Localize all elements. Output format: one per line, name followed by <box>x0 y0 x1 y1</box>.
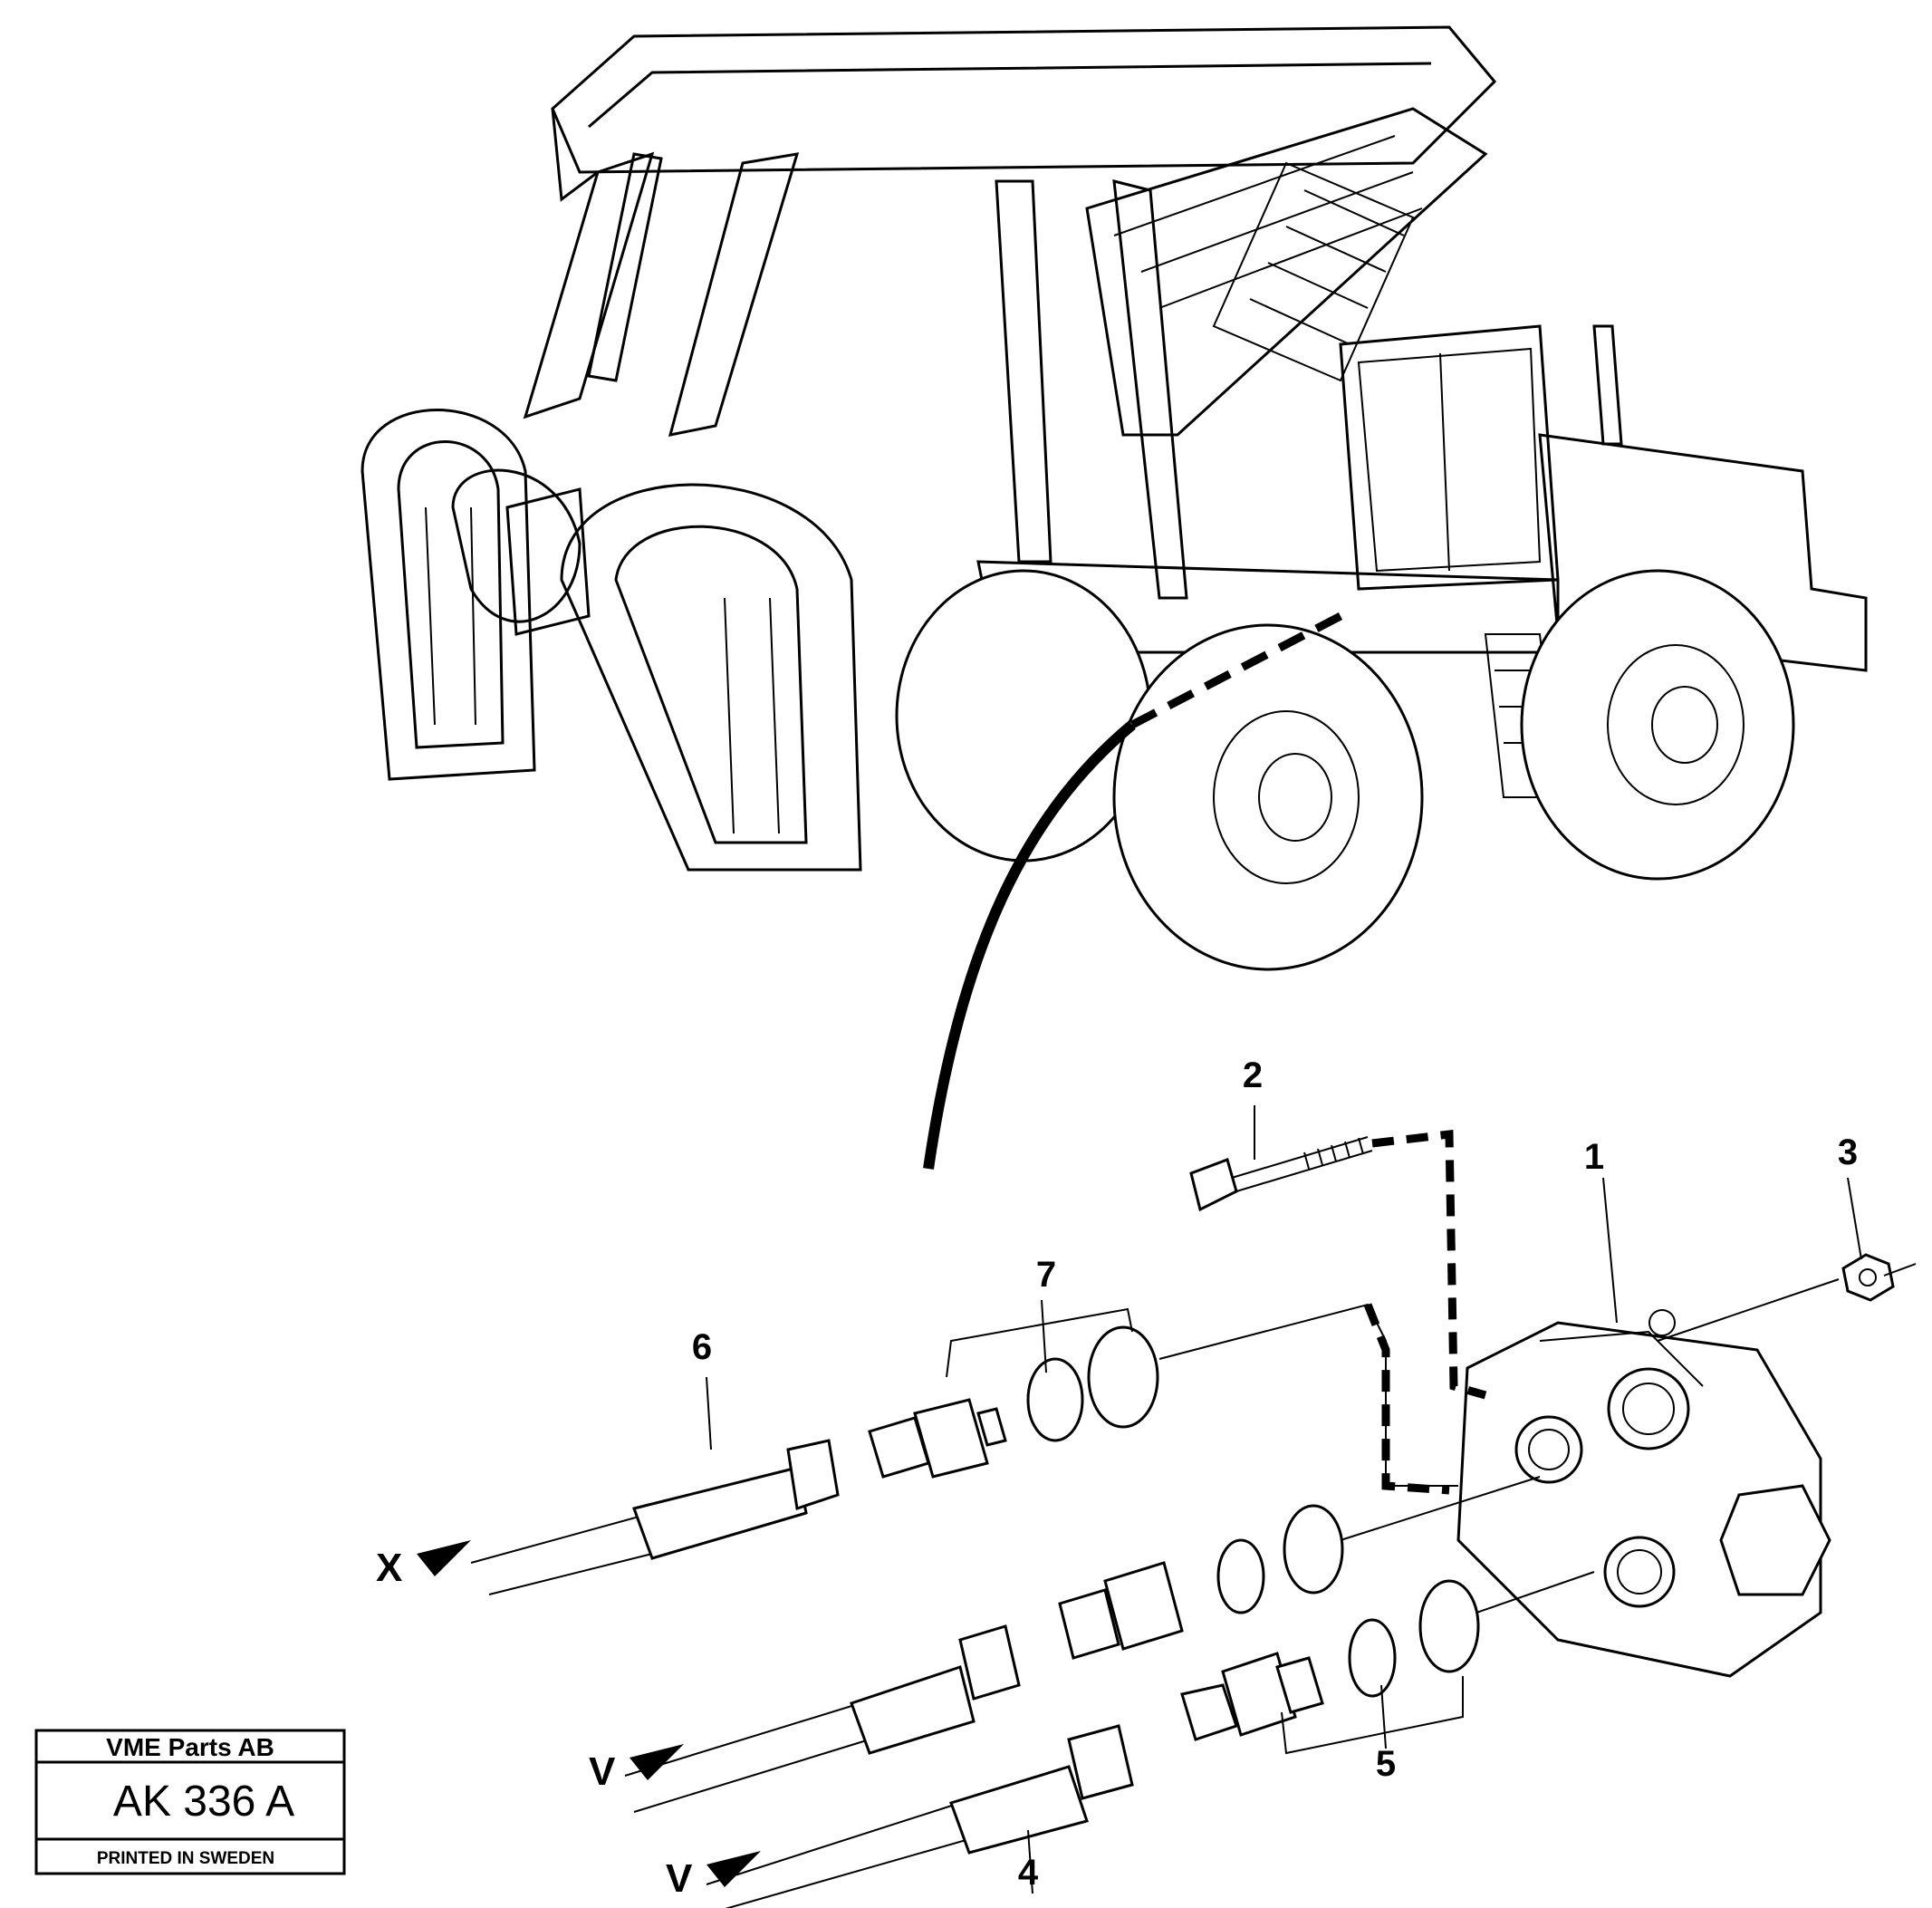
callout-3: 3 <box>1838 1132 1858 1172</box>
fitting-assembly-x <box>470 1303 1458 1595</box>
fitting-assembly-v2 <box>706 1571 1595 1908</box>
exploded-parts-view <box>470 1105 1917 1908</box>
drawing-code: AK 336 A <box>113 1778 294 1826</box>
flow-arrow-x: X <box>376 1540 471 1590</box>
fitting-assembly-v1 <box>624 1476 1541 1813</box>
flow-label-x: X <box>376 1546 402 1590</box>
flow-label-v2: V <box>666 1856 693 1901</box>
arrow-right-icon <box>706 1851 761 1887</box>
arrow-right-icon <box>417 1540 471 1576</box>
callout-5: 5 <box>1376 1744 1396 1784</box>
bolt-part-2 <box>1189 1129 1487 1400</box>
callout-4: 4 <box>1018 1853 1039 1893</box>
callout-7: 7 <box>1036 1255 1056 1295</box>
arrow-right-icon <box>630 1744 684 1780</box>
company-name: VME Parts AB <box>106 1733 274 1761</box>
flow-arrow-v1: V <box>589 1744 684 1794</box>
log-loader-machine-illustration <box>360 25 1868 1170</box>
flow-label-v1: V <box>589 1749 616 1794</box>
flow-arrow-v2: V <box>666 1851 761 1901</box>
nut-part-3 <box>1657 1253 1917 1342</box>
callout-labels: 1 2 3 4 5 6 7 <box>692 1055 1858 1893</box>
callout-6: 6 <box>692 1327 712 1367</box>
valve-block-part-1 <box>1456 1309 1831 1678</box>
callout-1: 1 <box>1584 1137 1604 1177</box>
printed-note: PRINTED IN SWEDEN <box>97 1849 274 1868</box>
title-block: VME Parts AB AK 336 A PRINTED IN SWEDEN <box>34 1729 346 1875</box>
callout-2: 2 <box>1243 1055 1263 1095</box>
